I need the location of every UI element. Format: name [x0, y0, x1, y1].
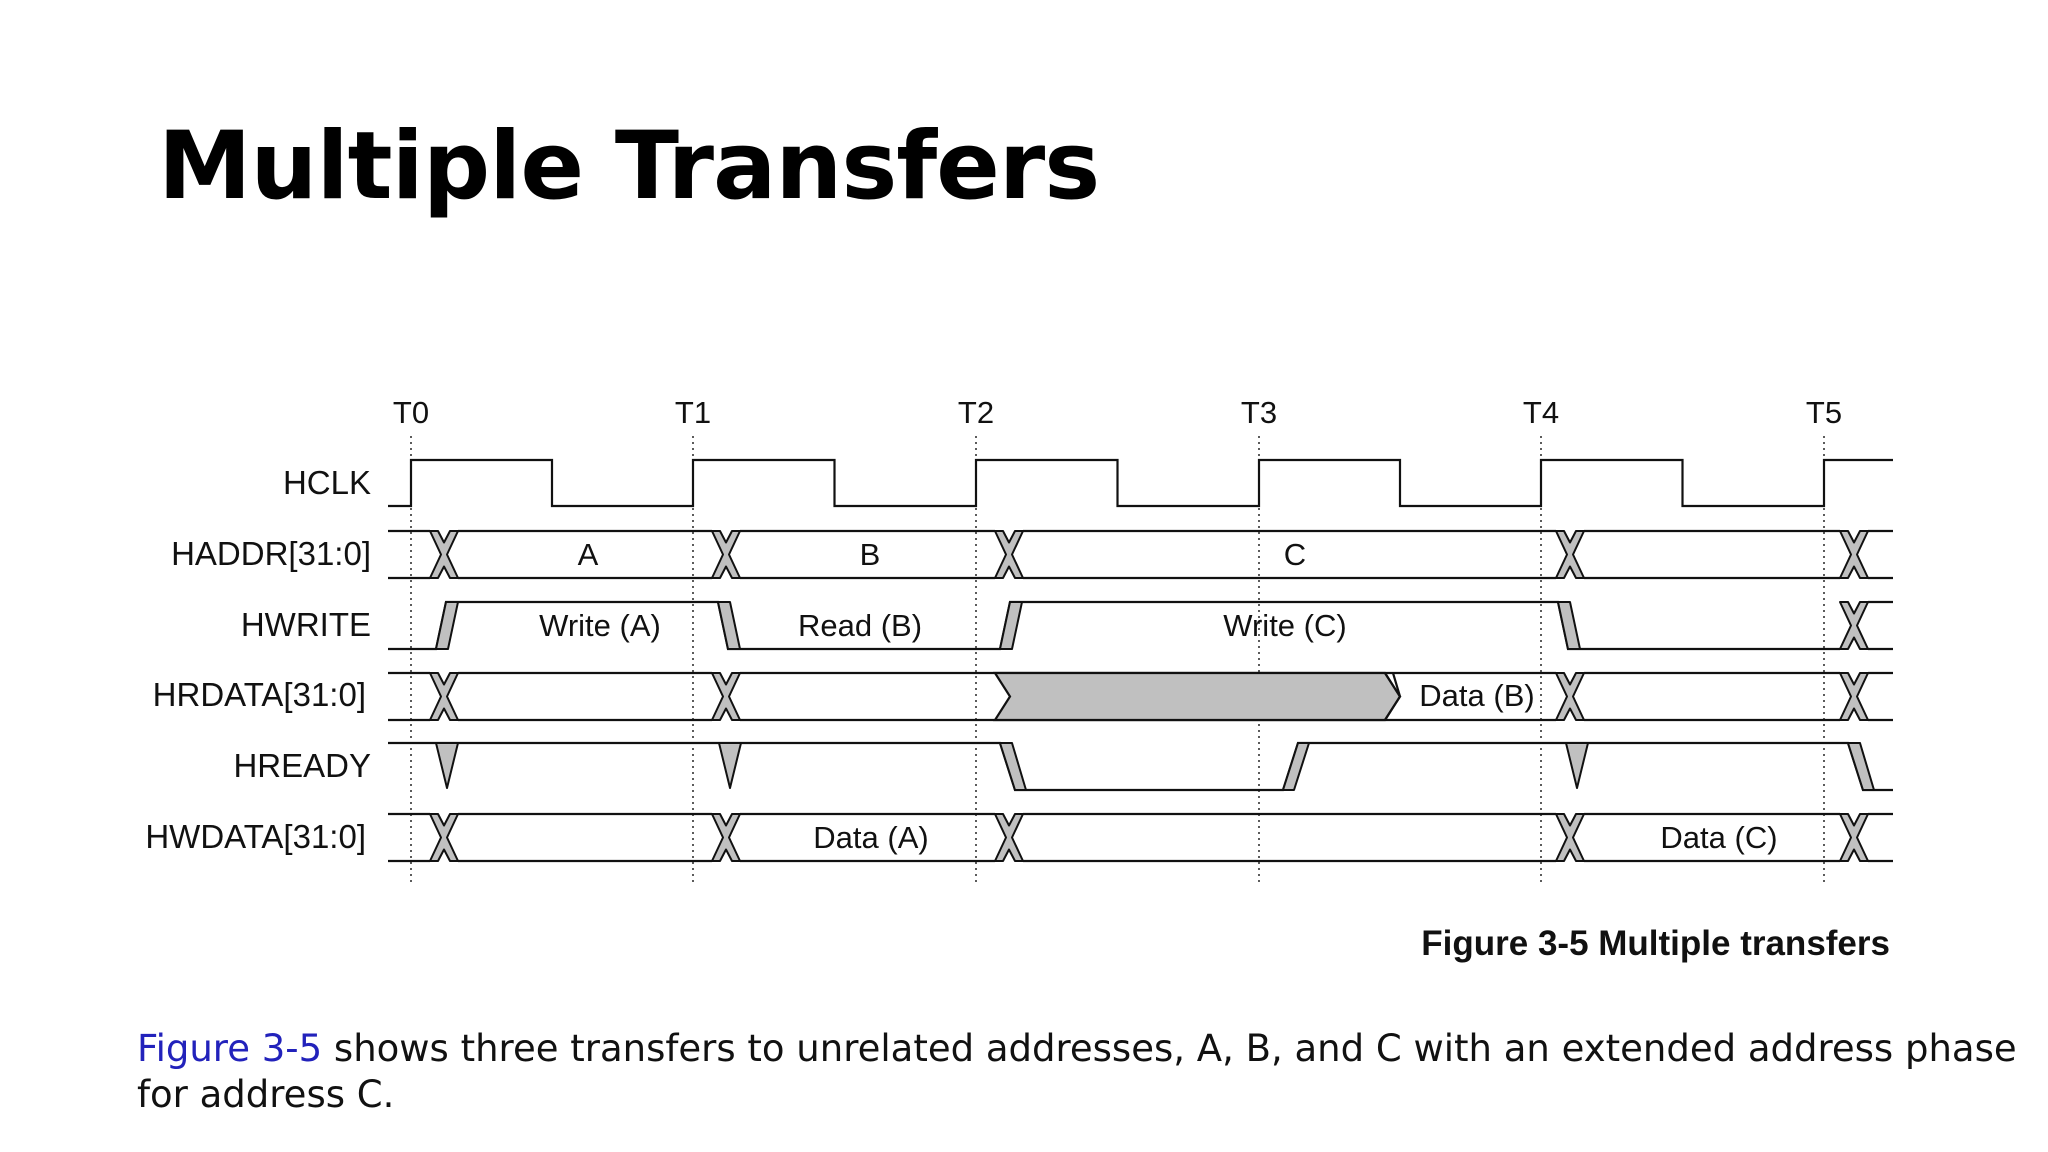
haddr-value-a: A — [578, 537, 599, 572]
haddr-transition-4 — [1839, 530, 1869, 579]
hwdata-transition-1 — [711, 813, 741, 862]
time-label-t4: T4 — [1523, 395, 1559, 430]
hready-dip-2 — [1565, 742, 1589, 789]
hrdata-transition-3 — [1839, 672, 1869, 721]
hrdata-transition-2 — [1555, 672, 1585, 721]
hwrite-edge-2 — [999, 601, 1023, 650]
hready-edge-fall-1 — [1847, 742, 1875, 791]
time-label-t5: T5 — [1806, 395, 1842, 430]
hready-edge-fall-0 — [999, 742, 1027, 791]
signal-label-hclk: HCLK — [283, 464, 371, 501]
signal-label-hrdata: HRDATA[31:0] — [153, 676, 366, 713]
hready-dip-1 — [718, 742, 742, 789]
hwdata-value-data-c: Data (C) — [1660, 820, 1777, 855]
hwrite-value-write-a: Write (A) — [539, 608, 661, 643]
hwdata-transition-2 — [994, 813, 1024, 862]
haddr-transition-3 — [1555, 530, 1585, 579]
hwrite-edge-3 — [1557, 601, 1581, 650]
hready-edge-rise — [1282, 742, 1310, 791]
hrdata-invalid-region — [992, 671, 1402, 722]
hwrite-edge-0 — [435, 601, 459, 650]
hwdata-transition-3 — [1555, 813, 1585, 862]
haddr-transition-0 — [429, 530, 459, 579]
haddr-transition-2 — [994, 530, 1024, 579]
hrdata-transition-1 — [711, 672, 741, 721]
haddr-transition-1 — [711, 530, 741, 579]
hwrite-transition-end — [1839, 601, 1869, 650]
hwdata-transition-4 — [1839, 813, 1869, 862]
haddr-value-b: B — [860, 537, 881, 572]
hwrite-edge-1 — [717, 601, 741, 650]
hrdata-transition-0 — [429, 672, 459, 721]
hrdata-value-data-b: Data (B) — [1419, 678, 1534, 713]
haddr-value-c: C — [1284, 537, 1306, 572]
signal-label-haddr: HADDR[31:0] — [171, 535, 371, 572]
signal-label-hwdata: HWDATA[31:0] — [145, 818, 366, 855]
hready-dip-0 — [435, 742, 459, 789]
hwrite-value-read-b: Read (B) — [798, 608, 922, 643]
diagram-labels: T0 T1 T2 T3 T4 T5 HCLK HADDR[31:0] HWRIT… — [145, 395, 1842, 855]
time-label-t3: T3 — [1241, 395, 1277, 430]
signal-label-hwrite: HWRITE — [241, 606, 371, 643]
slide-title: Multiple Transfers — [158, 112, 1100, 221]
time-gridlines — [410, 436, 1825, 884]
signal-label-hready: HREADY — [233, 747, 371, 784]
body-paragraph: Figure 3-5 shows three transfers to unre… — [137, 1026, 2037, 1118]
hwdata-transition-0 — [429, 813, 459, 862]
hready-waveform — [388, 741, 1893, 792]
figure-link[interactable]: Figure 3-5 — [137, 1027, 323, 1070]
time-label-t0: T0 — [393, 395, 429, 430]
time-label-t1: T1 — [675, 395, 711, 430]
body-text: shows three transfers to unrelated addre… — [137, 1027, 2017, 1116]
hwdata-value-data-a: Data (A) — [813, 820, 928, 855]
waveforms — [388, 458, 1893, 863]
time-label-t2: T2 — [958, 395, 994, 430]
hwrite-value-write-c: Write (C) — [1223, 608, 1346, 643]
hrdata-crossing-b — [1384, 672, 1402, 721]
hclk-waveform — [388, 458, 1893, 508]
figure-caption: Figure 3-5 Multiple transfers — [1421, 924, 1890, 963]
